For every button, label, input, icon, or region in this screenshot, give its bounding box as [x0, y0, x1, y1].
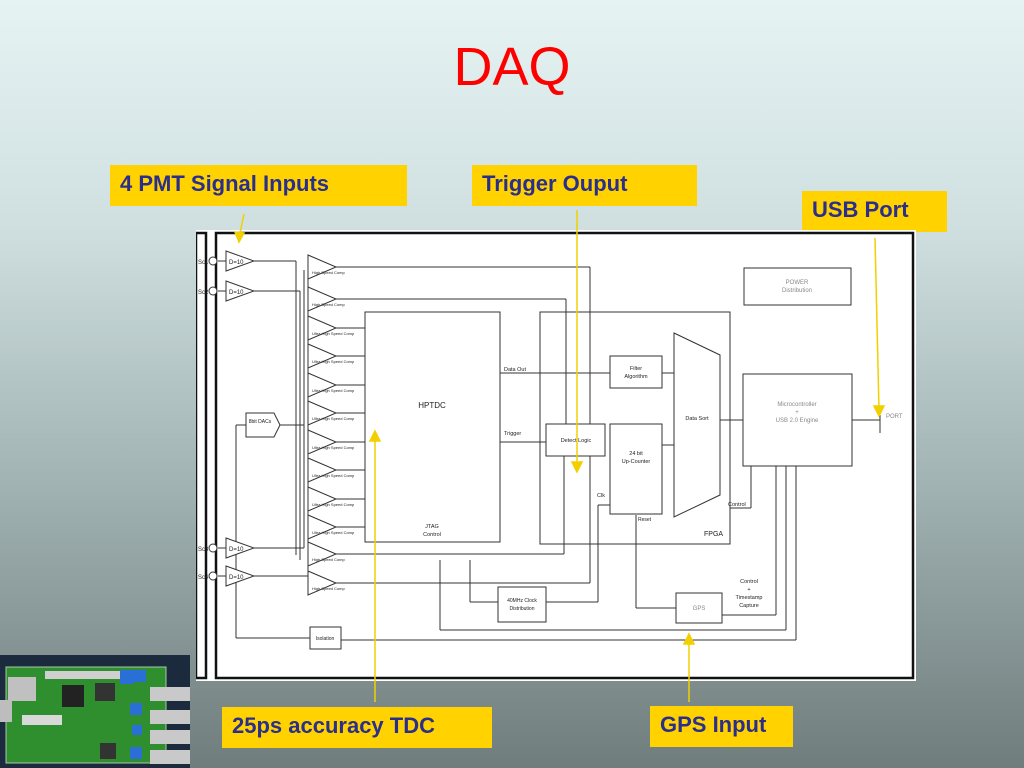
- svg-text:Algorithm: Algorithm: [624, 374, 648, 380]
- svg-text:JTAG: JTAG: [425, 524, 439, 530]
- pmt-input-channel: Sc2 D=10: [198, 280, 256, 302]
- svg-text:Ultra High Speed Comp: Ultra High Speed Comp: [312, 359, 355, 364]
- svg-text:Detect Logic: Detect Logic: [561, 438, 592, 444]
- svg-text:Filter: Filter: [630, 366, 642, 372]
- trigger-label: Trigger: [504, 431, 521, 437]
- svg-text:Microcontroller: Microcontroller: [777, 402, 816, 408]
- hptdc-label: HPTDC: [418, 401, 446, 410]
- comparator: Ultra High Speed Comp: [307, 457, 355, 483]
- svg-text:Distribution: Distribution: [782, 288, 812, 294]
- input-label-sc4: Sc4: [198, 575, 209, 581]
- comparator: High Speed Comp: [307, 254, 345, 280]
- svg-text:Capture: Capture: [739, 603, 759, 609]
- fpga-label: FPGA: [704, 531, 723, 538]
- data-out-label: Data Out: [504, 367, 526, 373]
- comparator: High Speed Comp: [307, 541, 345, 567]
- gps-block: GPS: [675, 592, 723, 624]
- callout-usb-port: USB Port: [802, 191, 947, 232]
- callout-gps-input: GPS Input: [650, 706, 793, 747]
- svg-text:GPS: GPS: [693, 606, 706, 612]
- comparator: Ultra High Speed Comp: [307, 486, 355, 512]
- comparator: Ultra High Speed Comp: [307, 514, 355, 540]
- dac-label: 8bit DACs: [249, 419, 272, 425]
- up-counter-block: 24 bit Up-Counter: [609, 423, 663, 515]
- svg-text:+: +: [795, 410, 799, 416]
- pmt-input-channel: Sc1 D=10: [198, 250, 256, 272]
- filter-algorithm-block: Filter Algorithm: [609, 355, 663, 389]
- svg-text:High Speed Comp: High Speed Comp: [312, 586, 345, 591]
- comparator: Ultra High Speed Comp: [307, 315, 355, 341]
- comparator: Ultra High Speed Comp: [307, 400, 355, 426]
- pmt-input-channel: Sc3 D=10: [198, 537, 256, 559]
- svg-text:Ultra High Speed Comp: Ultra High Speed Comp: [312, 502, 355, 507]
- svg-text:Ultra High Speed Comp: Ultra High Speed Comp: [312, 530, 355, 535]
- callout-pmt-inputs: 4 PMT Signal Inputs: [110, 165, 407, 206]
- isolation-block: Isolation: [309, 626, 342, 650]
- svg-text:High Speed Comp: High Speed Comp: [312, 302, 345, 307]
- amp-label: D=10: [229, 547, 244, 553]
- amp-label: D=10: [229, 575, 244, 581]
- clk-label: Clk: [597, 493, 605, 499]
- svg-text:POWER: POWER: [786, 280, 809, 286]
- input-label-sc3: Sc3: [198, 547, 209, 553]
- svg-text:High Speed Comp: High Speed Comp: [312, 270, 345, 275]
- svg-text:+: +: [747, 587, 750, 593]
- svg-text:Ultra High Speed Comp: Ultra High Speed Comp: [312, 388, 355, 393]
- svg-text:24 bit: 24 bit: [629, 451, 643, 457]
- control-label: Control: [728, 502, 746, 508]
- svg-text:Timestamp: Timestamp: [736, 595, 763, 601]
- svg-text:Distribution: Distribution: [509, 606, 534, 612]
- input-label-sc1: Sc1: [198, 260, 209, 266]
- comparator: Ultra High Speed Comp: [307, 429, 355, 455]
- svg-text:High Speed Comp: High Speed Comp: [312, 557, 345, 562]
- callout-trigger-output: Trigger Ouput: [472, 165, 697, 206]
- svg-text:Ultra High Speed Comp: Ultra High Speed Comp: [312, 445, 355, 450]
- daq-board-photo: [0, 655, 190, 768]
- pmt-input-channel: Sc4 D=10: [198, 565, 256, 587]
- comparator: Ultra High Speed Comp: [307, 343, 355, 369]
- hptdc-block: HPTDC JTAG Control: [364, 311, 501, 543]
- port-label: PORT: [886, 414, 903, 420]
- svg-text:Ultra High Speed Comp: Ultra High Speed Comp: [312, 331, 355, 336]
- svg-text:Isolation: Isolation: [316, 636, 335, 642]
- svg-text:Data Sort: Data Sort: [685, 416, 709, 422]
- clock-distribution-block: 40MHz Clock Distribution: [497, 586, 547, 623]
- reset-label: Reset: [638, 517, 652, 523]
- svg-text:USB 2.0 Engine: USB 2.0 Engine: [776, 418, 819, 424]
- amp-label: D=10: [229, 290, 244, 296]
- callout-tdc-accuracy: 25ps accuracy TDC: [222, 707, 492, 748]
- dac-block: 8bit DACs: [245, 412, 281, 438]
- signal-wires: [218, 260, 881, 641]
- comparator: High Speed Comp: [307, 286, 345, 312]
- microcontroller-block: Microcontroller + USB 2.0 Engine: [742, 373, 853, 467]
- svg-text:40MHz Clock: 40MHz Clock: [507, 598, 537, 604]
- input-label-sc2: Sc2: [198, 290, 209, 296]
- detect-logic-block: Detect Logic: [545, 423, 606, 457]
- comparator: Ultra High Speed Comp: [307, 372, 355, 398]
- daq-block-diagram: Sc1 D=10 Sc2 D=10 Sc3 D=10 Sc4 D=10 8bit…: [196, 230, 916, 681]
- svg-text:Ultra High Speed Comp: Ultra High Speed Comp: [312, 473, 355, 478]
- power-distribution-block: POWER Distribution: [743, 267, 852, 306]
- svg-text:Control: Control: [423, 532, 441, 538]
- svg-text:Control: Control: [740, 579, 758, 585]
- svg-text:Ultra High Speed Comp: Ultra High Speed Comp: [312, 416, 355, 421]
- slide-title: DAQ: [453, 37, 571, 97]
- data-sort-mux: Data Sort: [673, 332, 721, 518]
- comparator: High Speed Comp: [307, 570, 345, 596]
- amp-label: D=10: [229, 260, 244, 266]
- svg-text:Up-Counter: Up-Counter: [622, 459, 651, 465]
